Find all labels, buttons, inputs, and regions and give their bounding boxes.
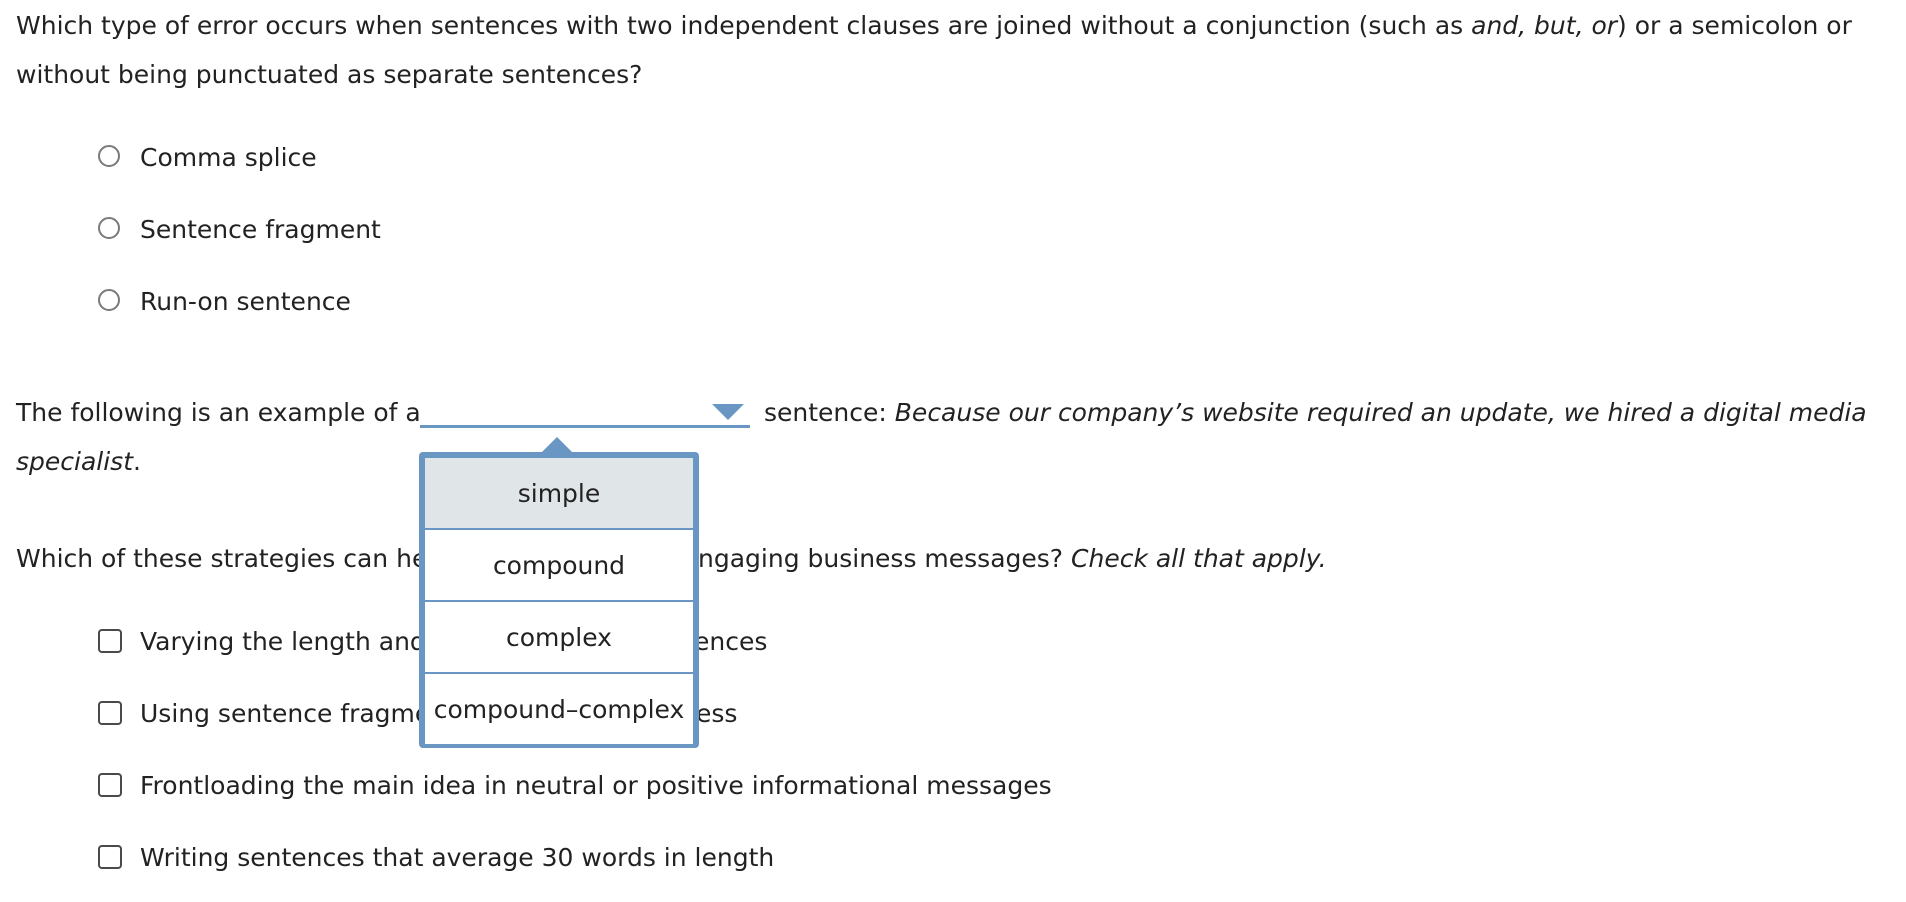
question-1-text: Which type of error occurs when sentence…: [16, 11, 1852, 40]
option-label-tail[interactable]: ess: [696, 699, 738, 728]
dropdown-option-simple[interactable]: simple: [425, 458, 693, 528]
dropdown-menu: simple compound complex compound–complex: [419, 452, 699, 748]
checkbox[interactable]: [98, 845, 122, 869]
option-label[interactable]: Varying the length and: [140, 627, 426, 656]
checkbox[interactable]: [98, 773, 122, 797]
radio-button[interactable]: [98, 145, 120, 167]
option-label-tail[interactable]: ences: [694, 627, 768, 656]
option-label[interactable]: Using sentence fragme: [140, 699, 431, 728]
dropdown-option-complex[interactable]: complex: [425, 602, 693, 672]
option-label[interactable]: Sentence fragment: [140, 215, 381, 244]
option-label[interactable]: Run-on sentence: [140, 287, 351, 316]
question-1-text-line2: without being punctuated as separate sen…: [16, 60, 643, 89]
option-label[interactable]: Comma splice: [140, 143, 317, 172]
question-2-line2: specialist.: [16, 447, 141, 476]
question-3-prompt-left: Which of these strategies can hel: [16, 544, 435, 573]
question-2-prefix: The following is an example of a: [16, 398, 421, 427]
checkbox[interactable]: [98, 629, 122, 653]
select-underline[interactable]: [420, 425, 750, 428]
question-2-suffix: sentence: Because our company’s website …: [764, 398, 1867, 427]
radio-button[interactable]: [98, 289, 120, 311]
radio-button[interactable]: [98, 217, 120, 239]
option-label[interactable]: Writing sentences that average 30 words …: [140, 843, 775, 872]
dropdown-option-compound-complex[interactable]: compound–complex: [425, 674, 693, 744]
dropdown-option-compound[interactable]: compound: [425, 530, 693, 600]
option-label[interactable]: Frontloading the main idea in neutral or…: [140, 771, 1052, 800]
chevron-down-icon[interactable]: [712, 404, 744, 420]
question-3-prompt-right: ngaging business messages? Check all tha…: [698, 544, 1327, 573]
dropdown-pointer: [541, 437, 573, 453]
checkbox[interactable]: [98, 701, 122, 725]
